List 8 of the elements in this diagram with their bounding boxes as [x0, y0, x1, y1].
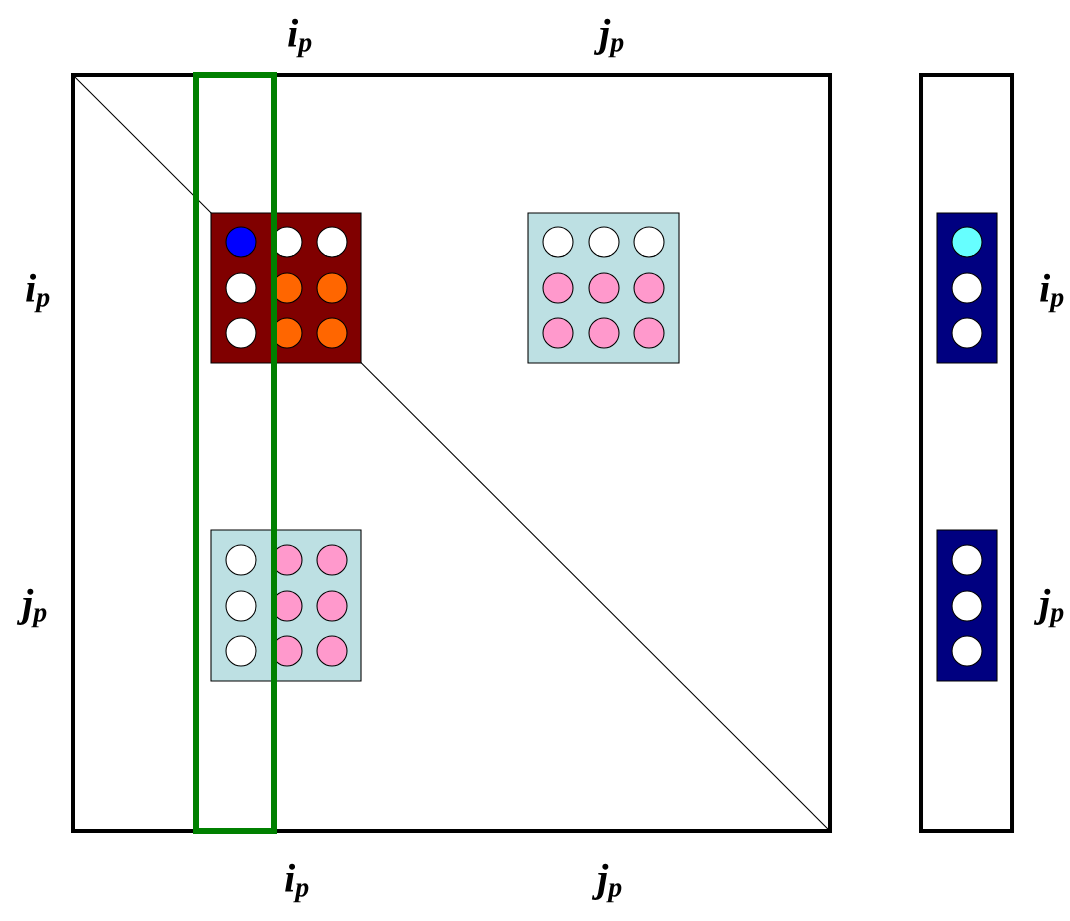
- index-label: j$_{p}$: [16, 588, 47, 628]
- index-label: j$_{p}$: [591, 863, 622, 903]
- index-label: i$_{p}$: [26, 273, 50, 313]
- index-label: j$_{p}$: [1033, 588, 1064, 628]
- index-label: i$_{p}$: [285, 863, 309, 903]
- index-label: i$_{p}$: [1040, 273, 1064, 313]
- index-label: j$_{p}$: [593, 18, 624, 58]
- index-label: i$_{p}$: [288, 18, 312, 58]
